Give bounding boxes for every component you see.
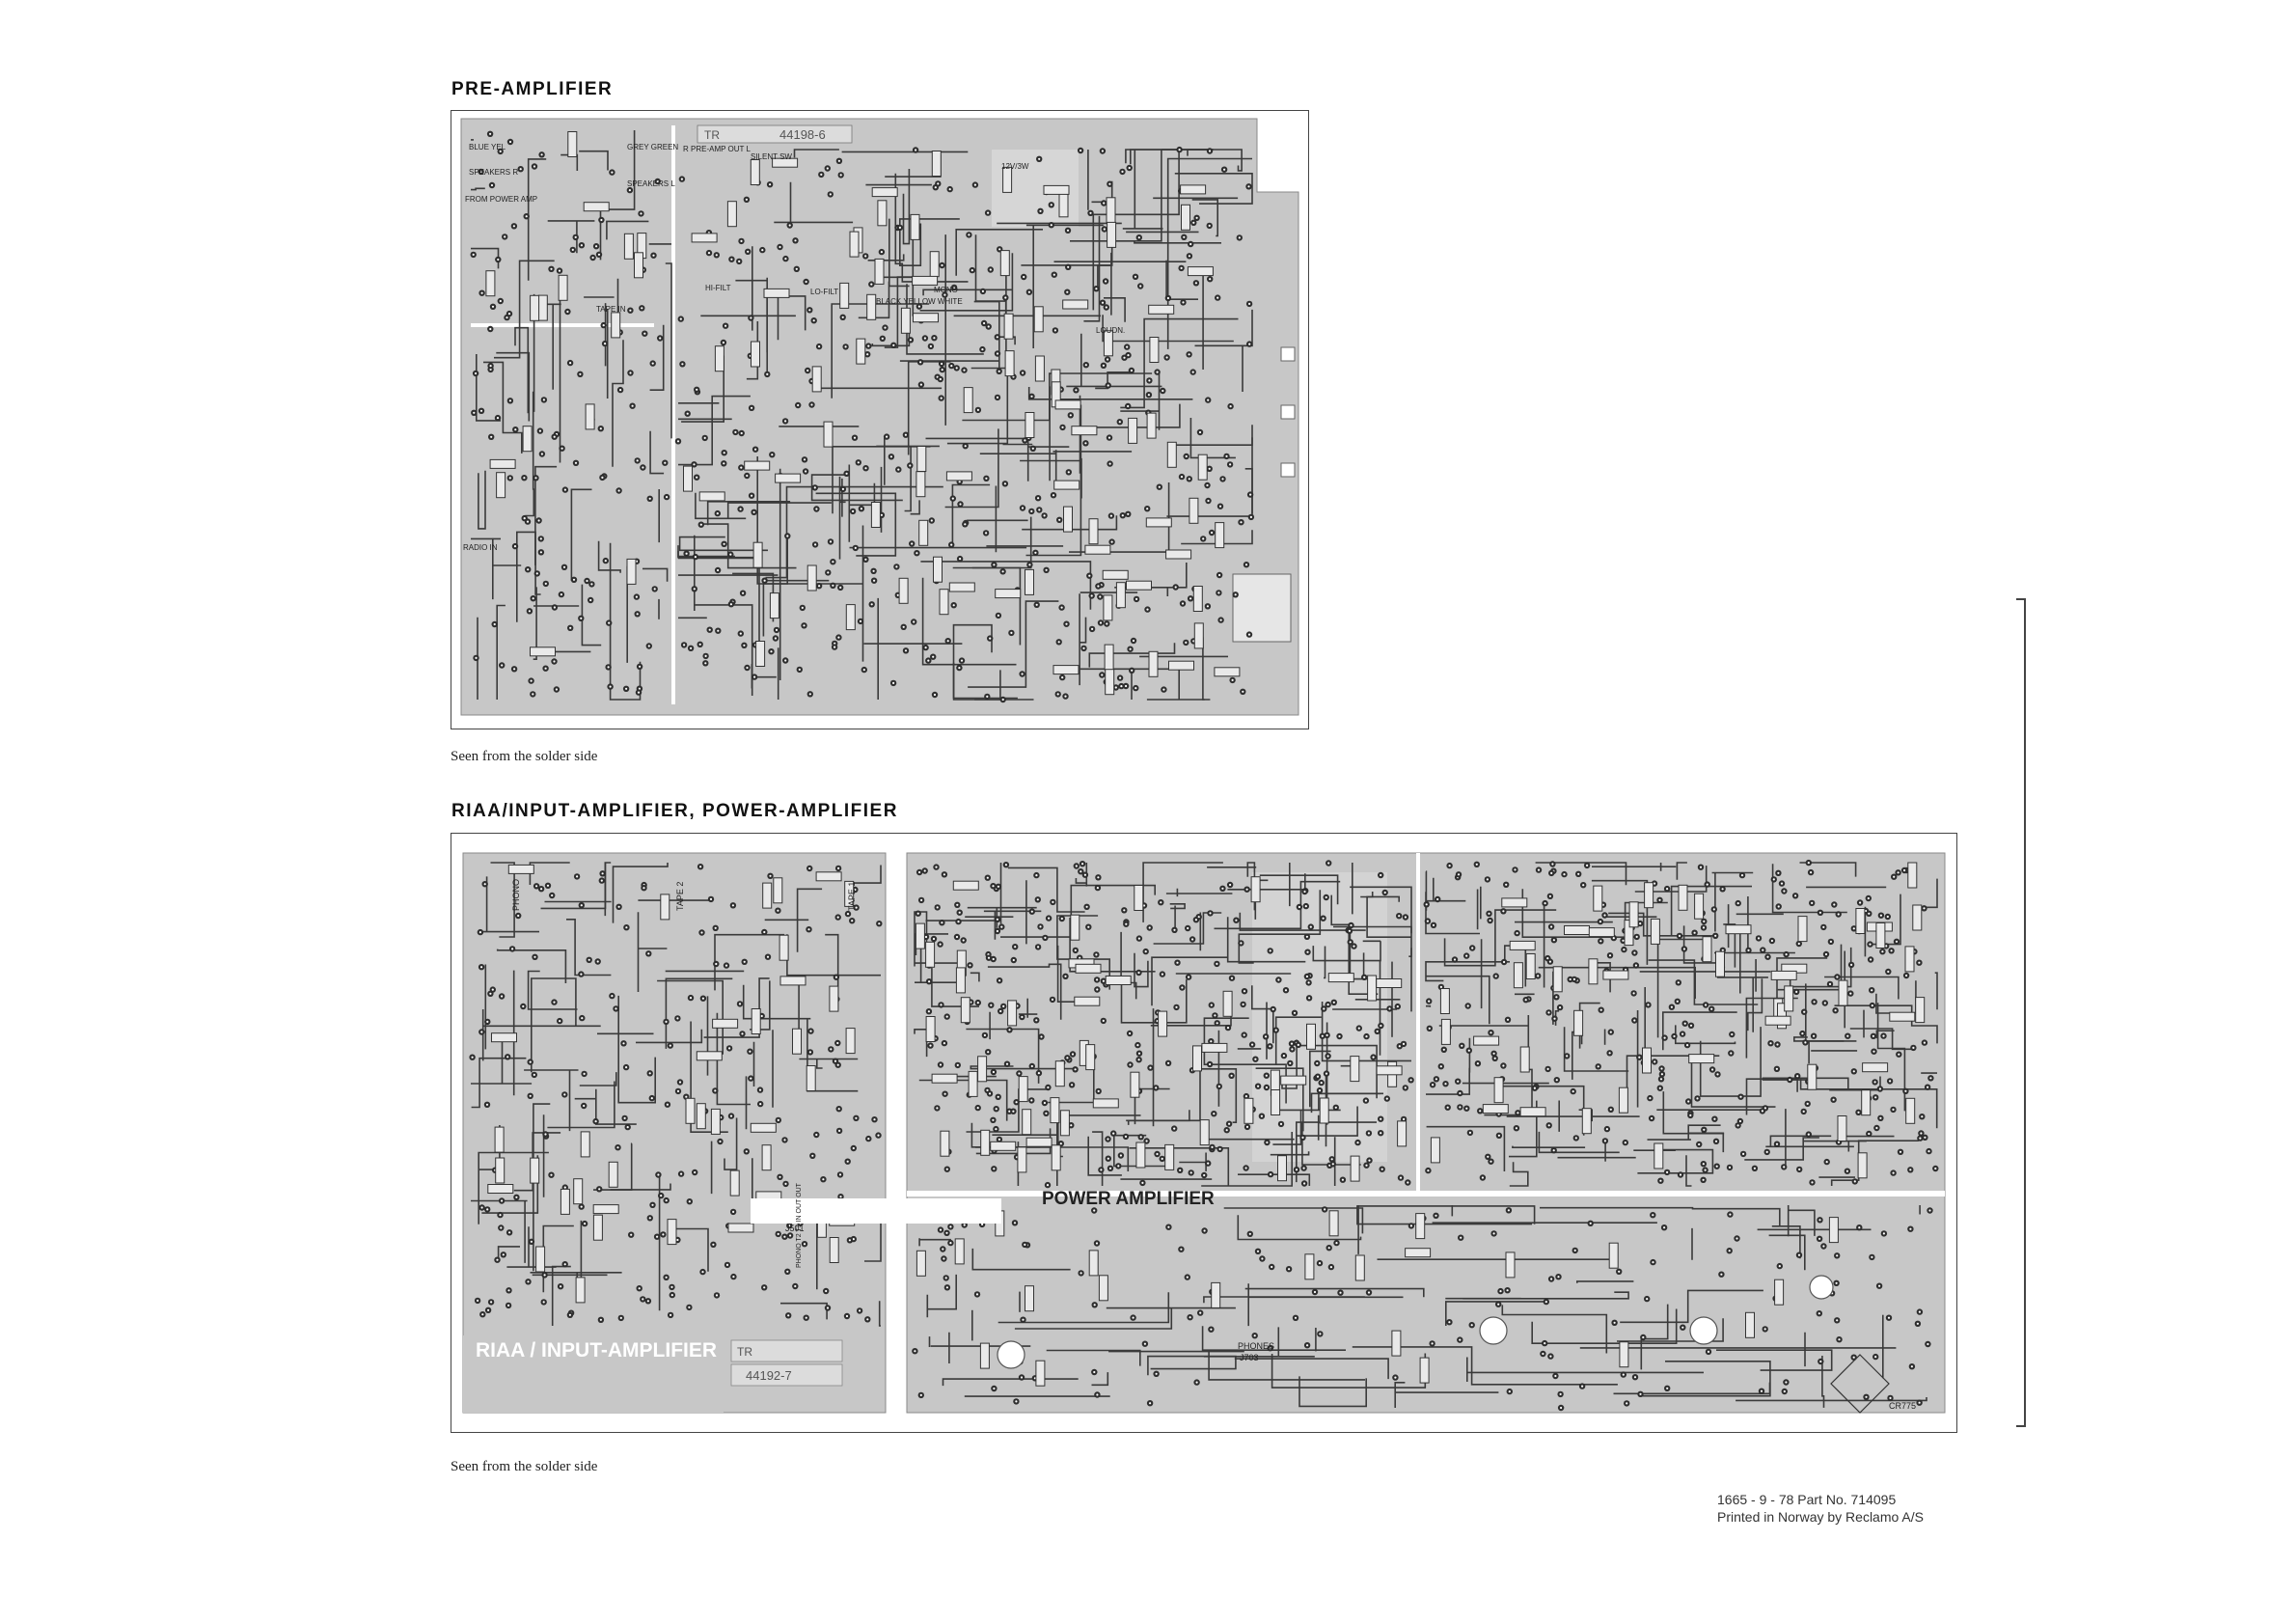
label-loudness: LOUDN.: [1096, 326, 1125, 335]
label-tape-1: TAPE 1: [847, 882, 857, 911]
label-power-amplifier: POWER AMPLIFIER: [1042, 1189, 1215, 1209]
label-12v-3w: 12V/3W: [1001, 162, 1029, 171]
label-cr775: CR775: [1889, 1401, 1916, 1411]
label-speakers-l: SPEAKERS L: [627, 179, 675, 188]
pre-amplifier-caption: Seen from the solder side: [451, 749, 598, 764]
bridge-rectifier-icon: [1830, 1354, 1890, 1414]
label-j703: J703: [1240, 1353, 1259, 1362]
label-riaa-input-amplifier: RIAA / INPUT-AMPLIFIER: [476, 1339, 717, 1362]
riaa-power-pads: [469, 859, 1939, 1412]
label-grey-green: GREY GREEN: [627, 143, 678, 151]
label-pre-amp-out: R PRE-AMP OUT L: [683, 145, 751, 153]
pre-amplifier-components: [485, 131, 1241, 696]
label-lo-filt: LO-FILT: [810, 288, 838, 296]
label-hi-filt: HI-FILT: [705, 284, 731, 292]
pre-amplifier-board: TR 44198-6 BLUE YEL SPEAKERS R FROM POWE…: [451, 110, 1309, 729]
pre-amplifier-heading: PRE-AMPLIFIER: [451, 79, 614, 99]
label-j501: J501: [785, 1224, 805, 1233]
pre-amp-stamp-tr: TR: [704, 128, 720, 142]
riaa-power-heading: RIAA/INPUT-AMPLIFIER, POWER-AMPLIFIER: [451, 801, 898, 821]
riaa-power-pcb-art: CR775 RIAA / INPUT-AMPLIFIER POWER AMPLI…: [462, 852, 1946, 1414]
pre-amplifier-pcb-art: TR 44198-6 BLUE YEL SPEAKERS R FROM POWE…: [460, 118, 1299, 716]
label-blue-yel: BLUE YEL: [469, 143, 506, 151]
footer-part-number: 1665 - 9 - 78 Part No. 714095: [1717, 1492, 1897, 1507]
label-tape-2: TAPE 2: [675, 882, 685, 911]
label-radio-in: RADIO IN: [463, 543, 498, 552]
label-silent-sw: SILENT SW: [751, 152, 792, 161]
label-tape-in: TAPE IN: [596, 305, 626, 314]
label-phono-t2-t1: PHONO T2 T1 IN OUT OUT: [796, 1182, 803, 1268]
label-phono: PHONO: [511, 879, 521, 911]
riaa-stamp-tr: TR: [737, 1345, 752, 1359]
riaa-power-components: [487, 862, 1926, 1387]
label-phones: PHONES: [1238, 1341, 1274, 1351]
footer-printer: Printed in Norway by Reclamo A/S: [1717, 1509, 1924, 1525]
pre-amp-stamp-number: 44198-6: [779, 127, 826, 142]
label-speakers-r: SPEAKERS R: [469, 168, 518, 177]
print-footer: 1665 - 9 - 78 Part No. 714095 Printed in…: [1717, 1491, 1924, 1526]
riaa-power-board: CR775 RIAA / INPUT-AMPLIFIER POWER AMPLI…: [451, 833, 1957, 1433]
riaa-stamp-number: 44192-7: [746, 1368, 792, 1383]
label-black-yellow-white: BLACK YELLOW WHITE: [876, 297, 963, 306]
page-bracket: [2016, 598, 2026, 1427]
riaa-power-caption: Seen from the solder side: [451, 1459, 598, 1474]
label-mono: MONO: [934, 286, 958, 294]
label-from-power-amp: FROM POWER AMP: [465, 195, 537, 204]
